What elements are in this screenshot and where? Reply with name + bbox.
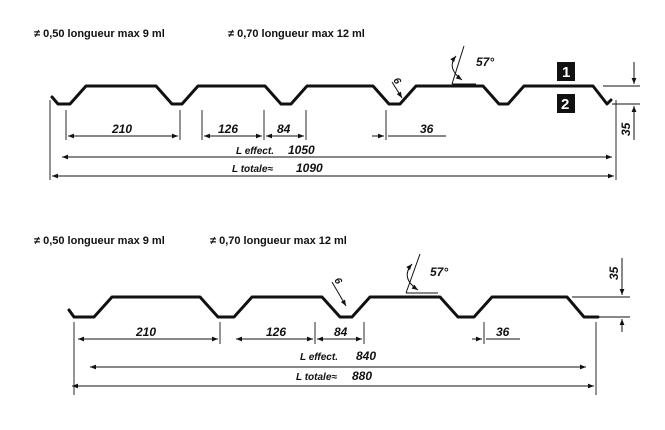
l-effect-value: 840	[356, 349, 376, 363]
angle-ray	[451, 45, 465, 85]
angle-label: 57°	[476, 55, 494, 69]
l-effect-value: 1050	[288, 143, 315, 157]
l-totale-value: 1090	[296, 161, 323, 175]
l-totale-label: L totale≈	[296, 372, 337, 383]
angle-arc	[450, 55, 463, 81]
l-effect-label: L effect.	[300, 352, 338, 363]
badge-1-label: 1	[562, 64, 570, 81]
dim-label-126: 126	[218, 122, 238, 136]
diagram-2: ≠ 0,50 longueur max 9 ml ≠ 0,70 longueur…	[34, 235, 630, 395]
dim-label-36: 36	[420, 122, 434, 136]
radius-label: 6	[390, 76, 403, 87]
height-label: 35	[607, 266, 621, 280]
radius-leader	[391, 81, 403, 99]
dim-label-210: 210	[135, 325, 156, 339]
dim-label-210: 210	[111, 122, 132, 136]
header-thickness-070: ≠ 0,70 longueur max 12 ml	[228, 28, 365, 40]
angle-ray	[405, 253, 421, 294]
height-label: 35	[619, 122, 633, 136]
header-thickness-070: ≠ 0,70 longueur max 12 ml	[210, 235, 347, 247]
dim-label-36: 36	[496, 325, 510, 339]
dim-label-84: 84	[334, 325, 348, 339]
l-effect-label: L effect.	[236, 146, 274, 157]
dim-label-126: 126	[266, 325, 286, 339]
trapezoid-profile-2	[67, 295, 600, 319]
l-totale-value: 880	[352, 369, 372, 383]
angle-arc	[406, 263, 419, 291]
radius-leader	[331, 281, 347, 307]
radius-label: 6	[331, 276, 344, 287]
dim-label-84: 84	[277, 122, 291, 136]
badge-2-label: 2	[561, 96, 569, 113]
trapezoid-profile-1	[50, 84, 613, 106]
badge-1	[557, 62, 575, 81]
l-totale-label: L totale≈	[232, 164, 273, 175]
header-thickness-050: ≠ 0,50 longueur max 9 ml	[34, 235, 165, 247]
diagram-1: ≠ 0,50 longueur max 9 ml ≠ 0,70 longueur…	[34, 28, 640, 180]
header-thickness-050: ≠ 0,50 longueur max 9 ml	[34, 28, 165, 40]
angle-label: 57°	[430, 265, 448, 279]
badge-2	[557, 94, 575, 113]
